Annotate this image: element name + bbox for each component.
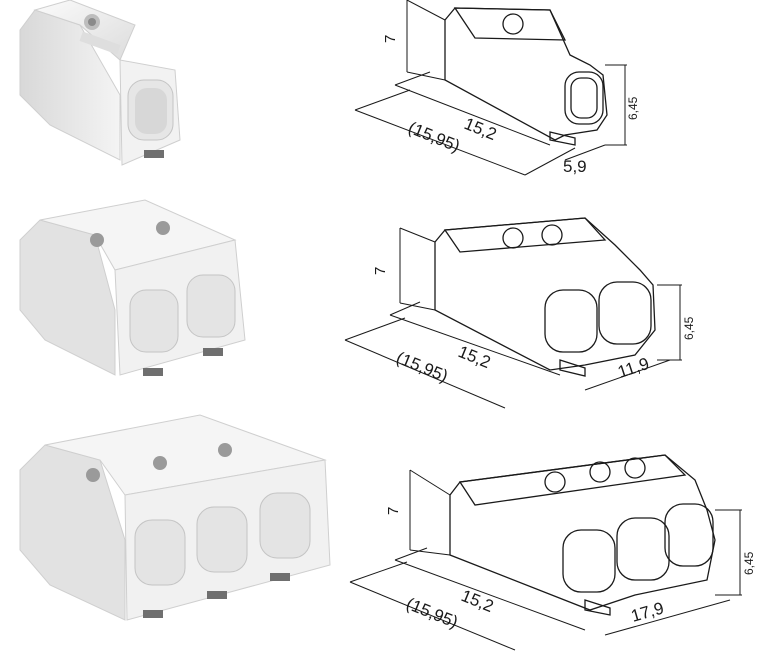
row-1-pole: 7 15,2 (15,95) 5,9 6,45 <box>0 0 760 200</box>
dim-width: 17,9 <box>629 598 666 625</box>
dim-side-height: 6,45 <box>626 96 640 120</box>
dimension-drawing-3-pole: 7 15,2 (15,95) 17,9 6,45 <box>349 454 756 651</box>
connector-photo-2-pole <box>19 199 246 376</box>
dimension-drawing-2-pole: 7 15,2 (15,95) 11,9 6,45 <box>344 217 696 409</box>
dim-height: 7 <box>372 267 389 275</box>
dim-length-alt: (15,95) <box>404 594 461 632</box>
dim-side-height: 6,45 <box>742 551 756 575</box>
dim-length: 15,2 <box>459 586 497 616</box>
row-2-pole: 7 15,2 (15,95) 11,9 6,45 <box>0 199 760 410</box>
connector-photo-3-pole <box>19 414 331 621</box>
connector-photo-1-pole <box>19 0 181 166</box>
dim-width: 5,9 <box>563 157 587 176</box>
row-3-pole: 7 15,2 (15,95) 17,9 6,45 <box>0 410 760 656</box>
dim-length: 15,2 <box>462 114 500 144</box>
dim-side-height: 6,45 <box>682 316 696 340</box>
dimension-drawing-1-pole: 7 15,2 (15,95) 5,9 6,45 <box>354 0 640 176</box>
dim-height: 7 <box>382 35 399 43</box>
dim-length: 15,2 <box>456 342 494 372</box>
dim-height: 7 <box>385 507 402 515</box>
dim-length-alt: (15,95) <box>394 348 451 386</box>
dim-length-alt: (15,95) <box>406 118 463 156</box>
